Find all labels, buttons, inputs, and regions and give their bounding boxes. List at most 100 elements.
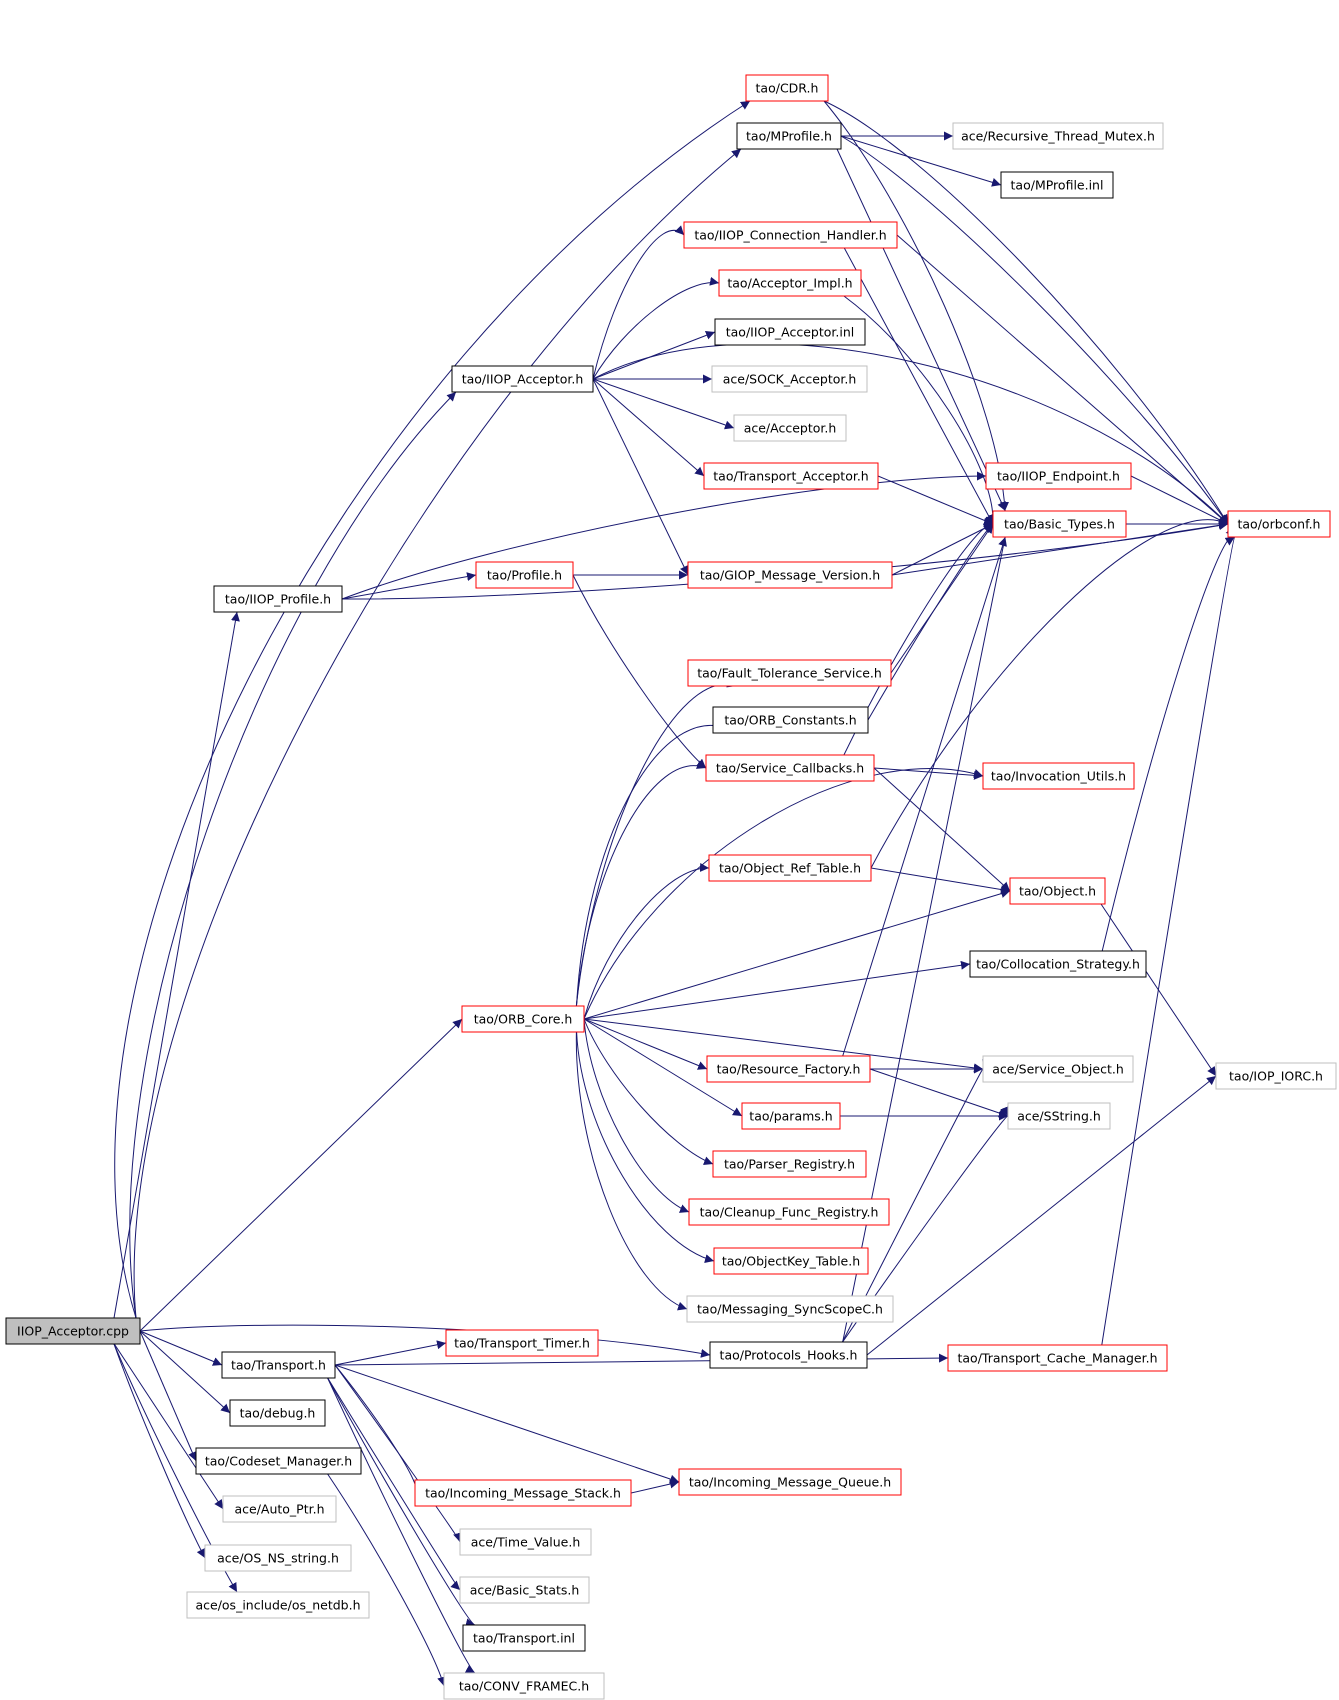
node-iiopprof[interactable]: tao/IIOP_Profile.h (213, 585, 343, 613)
node-timevalue[interactable]: ace/Time_Value.h (459, 1528, 592, 1556)
node-box[interactable] (213, 585, 343, 613)
node-box[interactable] (708, 854, 872, 882)
node-box[interactable] (186, 1591, 370, 1619)
node-box[interactable] (229, 1399, 326, 1427)
node-resfact[interactable]: tao/Resource_Factory.h (706, 1055, 871, 1083)
node-box[interactable] (686, 1295, 894, 1323)
node-box[interactable] (1215, 1062, 1337, 1090)
node-box[interactable] (443, 1672, 605, 1700)
node-box[interactable] (969, 950, 1147, 978)
node-box[interactable] (711, 365, 868, 393)
node-box[interactable] (222, 1495, 337, 1523)
node-profile[interactable]: tao/Profile.h (475, 561, 574, 589)
node-box[interactable] (1007, 1102, 1111, 1130)
node-cdr[interactable]: tao/CDR.h (745, 74, 829, 102)
node-giopver[interactable]: tao/GIOP_Message_Version.h (687, 561, 893, 589)
node-invutils[interactable]: tao/Invocation_Utils.h (982, 762, 1135, 790)
node-collstrat[interactable]: tao/Collocation_Strategy.h (969, 950, 1147, 978)
node-aceacc[interactable]: ace/Acceptor.h (733, 414, 847, 442)
node-servcb[interactable]: tao/Service_Callbacks.h (705, 754, 875, 782)
node-orbconf[interactable]: tao/orbconf.h (1227, 510, 1331, 538)
node-transinl[interactable]: tao/Transport.inl (462, 1624, 586, 1652)
node-iiopacc[interactable]: tao/IIOP_Acceptor.h (451, 365, 594, 393)
node-osns[interactable]: ace/OS_NS_string.h (204, 1544, 352, 1572)
node-mprofile[interactable]: tao/MProfile.h (736, 122, 842, 150)
node-box[interactable] (1000, 171, 1114, 199)
node-prothooks[interactable]: tao/Protocols_Hooks.h (709, 1341, 868, 1369)
node-box[interactable] (713, 1247, 869, 1275)
node-box[interactable] (1009, 877, 1106, 905)
node-box[interactable] (687, 561, 893, 589)
node-box[interactable] (414, 1479, 632, 1507)
node-servobj[interactable]: ace/Service_Object.h (982, 1055, 1134, 1083)
node-box[interactable] (221, 1351, 336, 1379)
node-cleanup[interactable]: tao/Cleanup_Func_Registry.h (688, 1198, 890, 1226)
node-box[interactable] (451, 365, 594, 393)
node-basictypes[interactable]: tao/Basic_Types.h (992, 510, 1127, 538)
node-box[interactable] (733, 414, 847, 442)
node-transport[interactable]: tao/Transport.h (221, 1351, 336, 1379)
node-box[interactable] (706, 1055, 871, 1083)
node-box[interactable] (461, 1005, 585, 1033)
node-box[interactable] (445, 1329, 599, 1357)
node-object[interactable]: tao/Object.h (1009, 877, 1106, 905)
node-sstring[interactable]: ace/SString.h (1007, 1102, 1111, 1130)
node-box[interactable] (475, 561, 574, 589)
node-tcm[interactable]: tao/Transport_Cache_Manager.h (947, 1344, 1168, 1372)
node-root[interactable]: IIOP_Acceptor.cpp (5, 1317, 141, 1345)
node-objkeytab[interactable]: tao/ObjectKey_Table.h (713, 1247, 869, 1275)
node-box[interactable] (741, 1102, 841, 1130)
node-orbconst[interactable]: tao/ORB_Constants.h (712, 706, 869, 734)
node-box[interactable] (709, 1341, 868, 1369)
node-iiopaccinl[interactable]: tao/IIOP_Acceptor.inl (714, 318, 866, 346)
node-params[interactable]: tao/params.h (741, 1102, 841, 1130)
node-box[interactable] (459, 1576, 590, 1604)
node-iopiorc[interactable]: tao/IOP_IORC.h (1215, 1062, 1337, 1090)
node-orbcore[interactable]: tao/ORB_Core.h (461, 1005, 585, 1033)
node-box[interactable] (982, 1055, 1134, 1083)
node-codeset[interactable]: tao/Codeset_Manager.h (195, 1447, 362, 1475)
node-box[interactable] (745, 74, 829, 102)
node-recmutex[interactable]: ace/Recursive_Thread_Mutex.h (952, 122, 1164, 150)
node-box[interactable] (703, 462, 879, 490)
node-box[interactable] (678, 1468, 902, 1496)
node-box[interactable] (688, 1198, 890, 1226)
node-box[interactable] (459, 1528, 592, 1556)
node-inmsgstack[interactable]: tao/Incoming_Message_Stack.h (414, 1479, 632, 1507)
node-box[interactable] (683, 221, 898, 249)
node-box[interactable] (712, 1150, 867, 1178)
node-autoptr[interactable]: ace/Auto_Ptr.h (222, 1495, 337, 1523)
node-iiopch[interactable]: tao/IIOP_Connection_Handler.h (683, 221, 898, 249)
node-basicstats[interactable]: ace/Basic_Stats.h (459, 1576, 590, 1604)
node-box[interactable] (204, 1544, 352, 1572)
node-msgsync[interactable]: tao/Messaging_SyncScopeC.h (686, 1295, 894, 1323)
node-sockacc[interactable]: ace/SOCK_Acceptor.h (711, 365, 868, 393)
node-netdb[interactable]: ace/os_include/os_netdb.h (186, 1591, 370, 1619)
node-box[interactable] (462, 1624, 586, 1652)
node-box[interactable] (5, 1317, 141, 1345)
node-box[interactable] (985, 462, 1132, 490)
node-box[interactable] (712, 706, 869, 734)
node-iiopend[interactable]: tao/IIOP_Endpoint.h (985, 462, 1132, 490)
node-objreftab[interactable]: tao/Object_Ref_Table.h (708, 854, 872, 882)
node-box[interactable] (992, 510, 1127, 538)
node-box[interactable] (687, 659, 892, 687)
node-fts[interactable]: tao/Fault_Tolerance_Service.h (687, 659, 892, 687)
node-transacc[interactable]: tao/Transport_Acceptor.h (703, 462, 879, 490)
node-parserreg[interactable]: tao/Parser_Registry.h (712, 1150, 867, 1178)
node-convframe[interactable]: tao/CONV_FRAMEC.h (443, 1672, 605, 1700)
node-mprofileinl[interactable]: tao/MProfile.inl (1000, 171, 1114, 199)
node-debug[interactable]: tao/debug.h (229, 1399, 326, 1427)
node-accimpl[interactable]: tao/Acceptor_Impl.h (718, 269, 862, 297)
node-box[interactable] (718, 269, 862, 297)
node-box[interactable] (195, 1447, 362, 1475)
node-box[interactable] (1227, 510, 1331, 538)
node-box[interactable] (982, 762, 1135, 790)
node-box[interactable] (714, 318, 866, 346)
node-box[interactable] (705, 754, 875, 782)
node-transtimer[interactable]: tao/Transport_Timer.h (445, 1329, 599, 1357)
node-box[interactable] (947, 1344, 1168, 1372)
node-inmsgqueue[interactable]: tao/Incoming_Message_Queue.h (678, 1468, 902, 1496)
node-box[interactable] (736, 122, 842, 150)
node-box[interactable] (952, 122, 1164, 150)
